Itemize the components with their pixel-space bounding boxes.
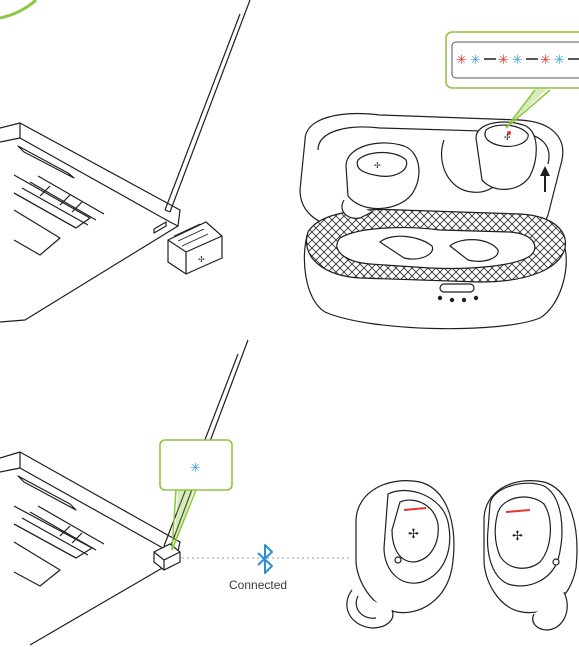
svg-text:✢: ✢ [198,255,205,264]
usb-dongle-top: ✢ [167,221,223,275]
led-callout-top [445,31,579,129]
usb-dongle-plugged [153,543,181,571]
laptop-top [0,0,251,323]
svg-text:✢: ✢ [408,527,419,542]
led-blink-sequence-icon: ✳ ✳ ✳ ✳ ✳ ✳ [456,53,579,68]
svg-text:✳: ✳ [498,53,509,68]
earbud-left-in-case: ✢ [341,142,420,219]
svg-text:✢: ✢ [374,161,381,170]
bluetooth-icon [257,544,273,574]
svg-text:✳: ✳ [512,53,523,68]
earbud-right-lifted: ✢ [440,121,537,193]
lift-arrow-icon [540,166,550,192]
led-callout-bottom: ✳ [159,439,233,551]
svg-text:✳: ✳ [540,53,551,68]
laptop-bottom [0,339,249,646]
step-badge-corner [0,0,38,20]
svg-text:✳: ✳ [554,53,565,68]
earbud-right-bottom: ✢ [483,480,578,631]
earbud-left-bottom: ✢ [346,480,455,629]
svg-text:✳: ✳ [456,53,467,68]
led-solid-blue-icon: ✳ [190,461,201,476]
svg-text:✢: ✢ [512,529,523,544]
svg-text:✢: ✢ [504,133,511,142]
svg-text:✳: ✳ [470,53,481,68]
connected-status-label: Connected [229,578,288,592]
